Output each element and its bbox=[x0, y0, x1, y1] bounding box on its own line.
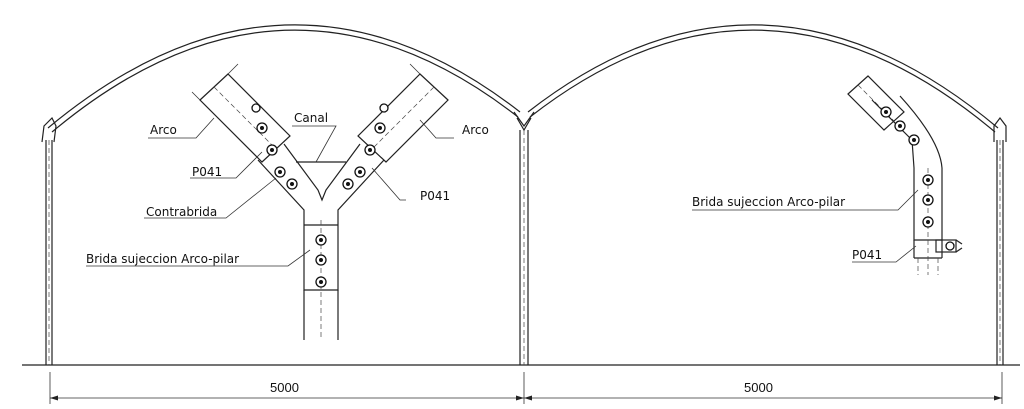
label-arco-left: Arco bbox=[150, 123, 177, 137]
label-p041-left: P041 bbox=[192, 165, 222, 179]
leaders-right-detail bbox=[692, 189, 919, 263]
arch-left bbox=[47, 24, 521, 133]
dimension-line bbox=[49, 372, 1003, 404]
detail-left-y-bracket bbox=[86, 63, 454, 340]
pillar-left bbox=[45, 140, 53, 365]
clamp-fitting bbox=[935, 239, 963, 253]
label-arco-right: Arco bbox=[462, 123, 489, 137]
bolts-left bbox=[251, 103, 298, 190]
detail-right-bent-bracket bbox=[692, 75, 963, 275]
label-contrabrida: Contrabrida bbox=[146, 205, 217, 219]
label-p041-detail: P041 bbox=[852, 248, 882, 262]
pillar-head-right bbox=[993, 117, 1007, 142]
pillar-right bbox=[996, 140, 1004, 365]
arch-right bbox=[527, 24, 999, 133]
dimension-label-right: 5000 bbox=[744, 380, 773, 395]
label-brida-left: Brida sujeccion Arco-pilar bbox=[86, 252, 239, 266]
right-arm-profile bbox=[357, 63, 449, 163]
bolts-right bbox=[342, 103, 389, 190]
pillar-head-left bbox=[41, 116, 57, 143]
dimension-label-left: 5000 bbox=[270, 380, 299, 395]
label-canal: Canal bbox=[294, 111, 328, 125]
arc-profile-right-detail bbox=[847, 75, 905, 131]
bent-plate bbox=[871, 95, 943, 275]
gutter-head-center bbox=[513, 111, 535, 132]
leaders-left-detail bbox=[86, 117, 454, 267]
bolts-column bbox=[315, 234, 327, 288]
label-brida-right: Brida sujeccion Arco-pilar bbox=[692, 195, 845, 209]
bolts-right-detail bbox=[880, 106, 934, 228]
label-p041-right: P041 bbox=[420, 189, 450, 203]
pillar-center bbox=[519, 130, 529, 365]
left-arm-profile bbox=[191, 63, 291, 163]
